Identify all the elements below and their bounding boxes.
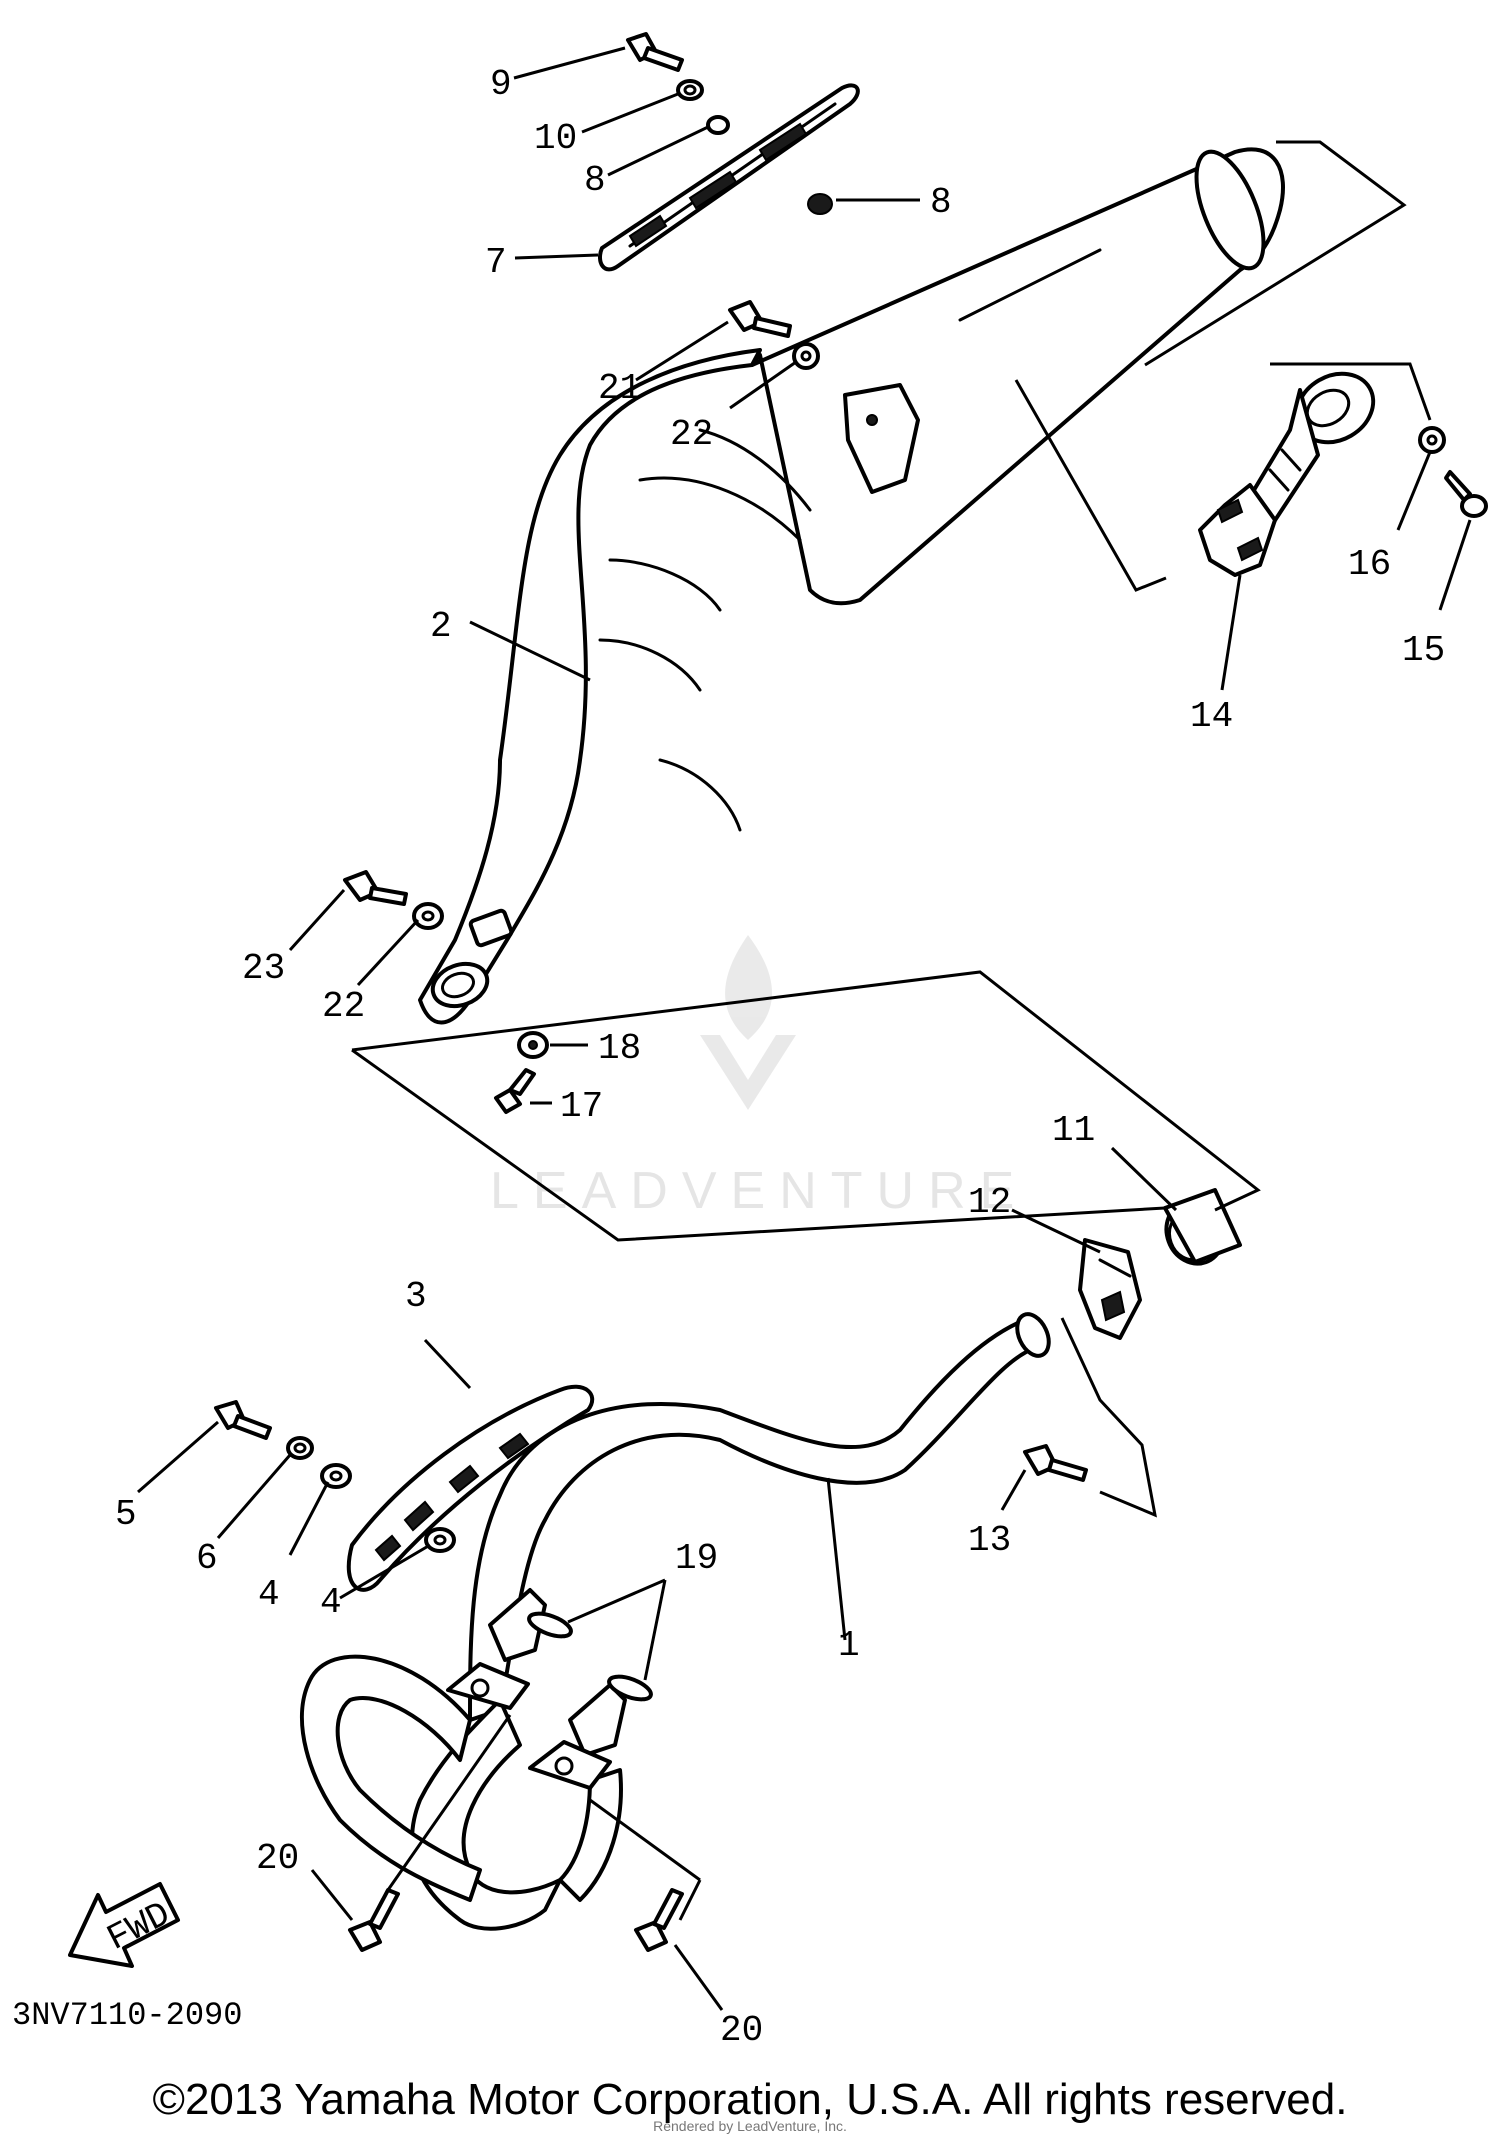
callout-17: 17 [560, 1086, 603, 1127]
bolt-20a [348, 1888, 400, 1952]
exhaust-pipe [300, 1312, 1051, 1931]
collar-8b [807, 193, 833, 215]
callout-labels: 9 10 8 8 7 21 22 2 16 15 14 23 22 18 17 … [115, 64, 1445, 2051]
watermark-text: LEADVENTURE [490, 1162, 1028, 1220]
gasket-19a [527, 1611, 573, 1639]
bolt-20b [634, 1888, 684, 1952]
assembly-lines [351, 140, 1432, 1518]
callout-22a: 22 [670, 414, 713, 455]
bolt-5 [214, 1400, 272, 1440]
callout-1: 1 [838, 1625, 860, 1666]
callout-19: 19 [675, 1538, 718, 1579]
callout-20a: 20 [256, 1838, 299, 1879]
callout-22b: 22 [322, 986, 365, 1027]
washer-22a [792, 342, 820, 370]
callout-15: 15 [1402, 630, 1445, 671]
callout-6: 6 [196, 1538, 218, 1579]
callout-21: 21 [598, 368, 641, 409]
gasket-19b [607, 1674, 653, 1702]
heat-protector-lower [346, 1384, 595, 1592]
collar-8a [706, 115, 730, 135]
bolt-23 [343, 870, 408, 906]
bolt-17 [494, 1068, 536, 1114]
callout-3: 3 [405, 1276, 427, 1317]
washer-16 [1418, 426, 1446, 454]
leader-lines [137, 46, 1472, 2011]
callout-4a: 4 [258, 1574, 280, 1615]
bolt-13 [1023, 1444, 1088, 1482]
watermark-flame-icon [725, 935, 773, 1040]
callout-18: 18 [598, 1028, 641, 1069]
callout-20b: 20 [720, 2010, 763, 2051]
callout-12: 12 [968, 1182, 1011, 1223]
nut-18 [517, 1031, 549, 1059]
leadventure-watermark: LEADVENTURE [490, 935, 1028, 1220]
bolt-21 [728, 300, 792, 338]
muffler-part [418, 147, 1285, 1025]
callout-2: 2 [430, 606, 452, 647]
callout-11: 11 [1052, 1110, 1095, 1151]
bolt-9 [626, 32, 684, 72]
callout-7: 7 [485, 242, 507, 283]
callout-5: 5 [115, 1494, 137, 1535]
washer-4a [320, 1463, 352, 1489]
callout-14: 14 [1190, 696, 1233, 737]
fasteners [214, 32, 1488, 1952]
callout-13: 13 [968, 1520, 1011, 1561]
nut-6 [286, 1436, 314, 1460]
washer-22b [412, 902, 444, 930]
copyright-text: ©2013 Yamaha Motor Corporation, U.S.A. A… [152, 2075, 1348, 2124]
part-code: 3NV7110-2090 [12, 1997, 242, 2034]
nut-10 [676, 79, 704, 101]
silencer-insert [1198, 371, 1376, 577]
rendered-by-text: Rendered by LeadVenture, Inc. [653, 2118, 847, 2134]
screw-15 [1444, 470, 1488, 518]
callout-10: 10 [534, 118, 577, 159]
callout-23: 23 [242, 948, 285, 989]
callout-9: 9 [490, 64, 512, 105]
callout-4b: 4 [320, 1582, 342, 1623]
watermark-v-icon [700, 1035, 796, 1110]
washer-4b [424, 1527, 456, 1553]
callout-8b: 8 [930, 182, 952, 223]
fwd-arrow-icon: FWD [68, 1882, 180, 1968]
heat-protector-upper [598, 83, 860, 272]
callout-16: 16 [1348, 544, 1391, 585]
callout-8a: 8 [584, 160, 606, 201]
